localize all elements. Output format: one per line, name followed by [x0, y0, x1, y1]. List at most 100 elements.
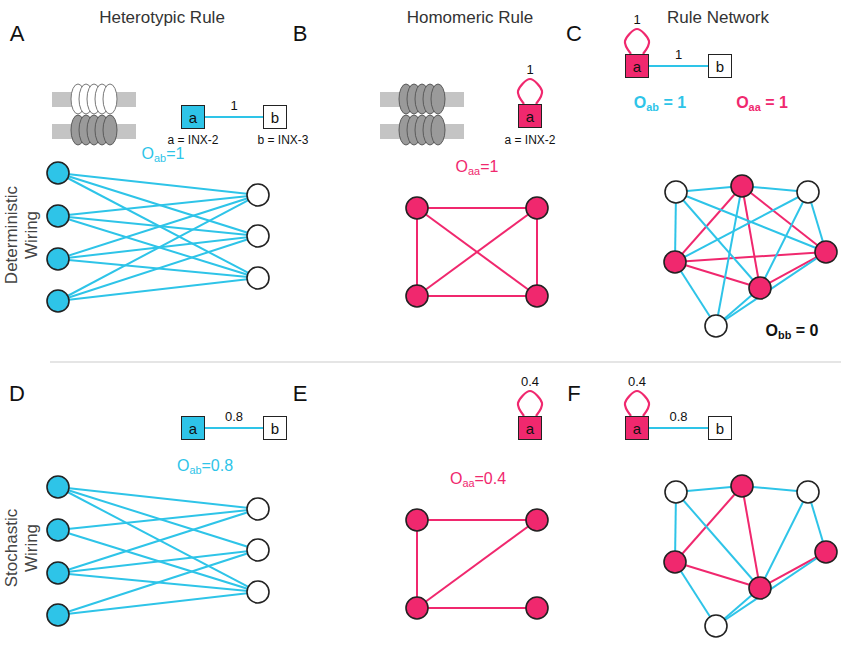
subunit-box: b	[708, 416, 732, 440]
neuron-circle	[47, 162, 69, 184]
annotation-label: Rule Network	[667, 8, 769, 28]
neuron-circle	[526, 197, 548, 219]
subunit-name: b	[271, 110, 279, 125]
neuron-circle	[47, 290, 69, 312]
synapse-line	[675, 192, 808, 262]
gap-junction-channel	[380, 84, 464, 145]
neuron-circle	[406, 197, 428, 219]
neuron-circle	[247, 225, 269, 247]
neuron-circle	[749, 277, 771, 299]
annotation-label: Oaa=0.4	[450, 470, 506, 489]
synapse-line	[417, 207, 537, 209]
subunit-box: a	[625, 54, 649, 78]
synapse-line	[417, 519, 537, 521]
annotation-label: a = INX-2	[504, 134, 555, 148]
row-label: Stochastic Wiring	[2, 488, 41, 608]
neuron-circle	[797, 181, 819, 203]
edge-weight: 1	[228, 99, 239, 112]
subunit-name: b	[716, 421, 724, 436]
subunit-name: a	[526, 421, 534, 436]
synapse-line	[417, 607, 537, 609]
wiring-network	[47, 162, 269, 312]
panel-letter: F	[567, 381, 580, 406]
neuron-circle	[815, 241, 837, 263]
neuron-circle	[665, 181, 687, 203]
synapse-line	[58, 487, 258, 592]
subunit-name: b	[271, 421, 279, 436]
row-separator	[50, 361, 841, 363]
wiring-network	[47, 476, 269, 626]
neuron-circle	[47, 604, 69, 626]
synapse-line	[58, 550, 258, 615]
synapse-line	[58, 550, 258, 573]
subunit-box: a	[181, 416, 205, 440]
neuron-circle	[47, 476, 69, 498]
synapse-line	[676, 492, 760, 588]
synapse-line	[417, 295, 537, 297]
neuron-circle	[664, 251, 686, 273]
synapse-line	[716, 552, 826, 626]
synapse-line	[58, 195, 258, 301]
gap-junction-channel	[52, 84, 136, 145]
wiring-network	[406, 509, 548, 619]
synapse-line	[416, 208, 418, 296]
subunit-box: b	[708, 54, 732, 78]
neuron-circle	[247, 184, 269, 206]
rule-edge	[205, 116, 263, 118]
self-loop	[625, 29, 649, 54]
synapse-line	[675, 262, 760, 288]
synapse-line	[58, 487, 258, 509]
annotation-label: Homomeric Rule	[407, 8, 534, 28]
neuron-circle	[247, 498, 269, 520]
subunit-box: b	[263, 416, 287, 440]
synapse-line	[417, 208, 537, 296]
annotation-label: Oab=0.8	[177, 457, 233, 476]
wiring-network	[406, 197, 548, 307]
neuron-circle	[406, 285, 428, 307]
edge-weight: 1	[673, 48, 684, 61]
synapse-line	[760, 192, 808, 288]
subunit-box: a	[625, 416, 649, 440]
synapse-line	[58, 195, 258, 259]
subunit-name: a	[526, 109, 534, 124]
synapse-line	[417, 520, 537, 608]
neuron-circle	[705, 315, 727, 337]
rule-edge	[649, 427, 708, 429]
synapse-line	[742, 186, 760, 288]
panel-letter: C	[566, 21, 582, 46]
neuron-circle	[47, 519, 69, 541]
wiring-network	[664, 175, 837, 337]
synapse-line	[417, 208, 537, 296]
self-loop	[518, 391, 542, 416]
neuron-circle	[406, 597, 428, 619]
edge-weight: 0.8	[667, 410, 689, 423]
annotation-label: Oab = 1	[634, 94, 686, 113]
neuron-circle	[247, 267, 269, 289]
neuron-circle	[705, 615, 727, 637]
edge-weight: 1	[524, 63, 535, 76]
neuron-circle	[247, 539, 269, 561]
panel-letter: B	[293, 21, 308, 46]
panel-letter: A	[10, 21, 25, 46]
neuron-circle	[526, 285, 548, 307]
synapse-line	[675, 252, 826, 262]
synapse-line	[58, 236, 258, 301]
subunit-name: a	[633, 59, 641, 74]
neuron-circle	[47, 562, 69, 584]
neuron-circle	[797, 481, 819, 503]
synapse-line	[58, 592, 258, 615]
neuron-circle	[526, 509, 548, 531]
synapse-line	[742, 486, 760, 588]
annotation-label: Oab=1	[142, 145, 185, 164]
panel-letter: D	[9, 381, 25, 406]
subunit-box: a	[181, 105, 205, 129]
neuron-circle	[749, 577, 771, 599]
self-loop	[625, 391, 649, 416]
synapse-line	[536, 208, 538, 296]
neuron-circle	[665, 481, 687, 503]
synapse-line	[675, 562, 760, 588]
wiring-network	[664, 475, 837, 637]
annotation-label: Heterotypic Rule	[99, 8, 225, 28]
annotation-label: Oaa = 1	[736, 94, 788, 113]
